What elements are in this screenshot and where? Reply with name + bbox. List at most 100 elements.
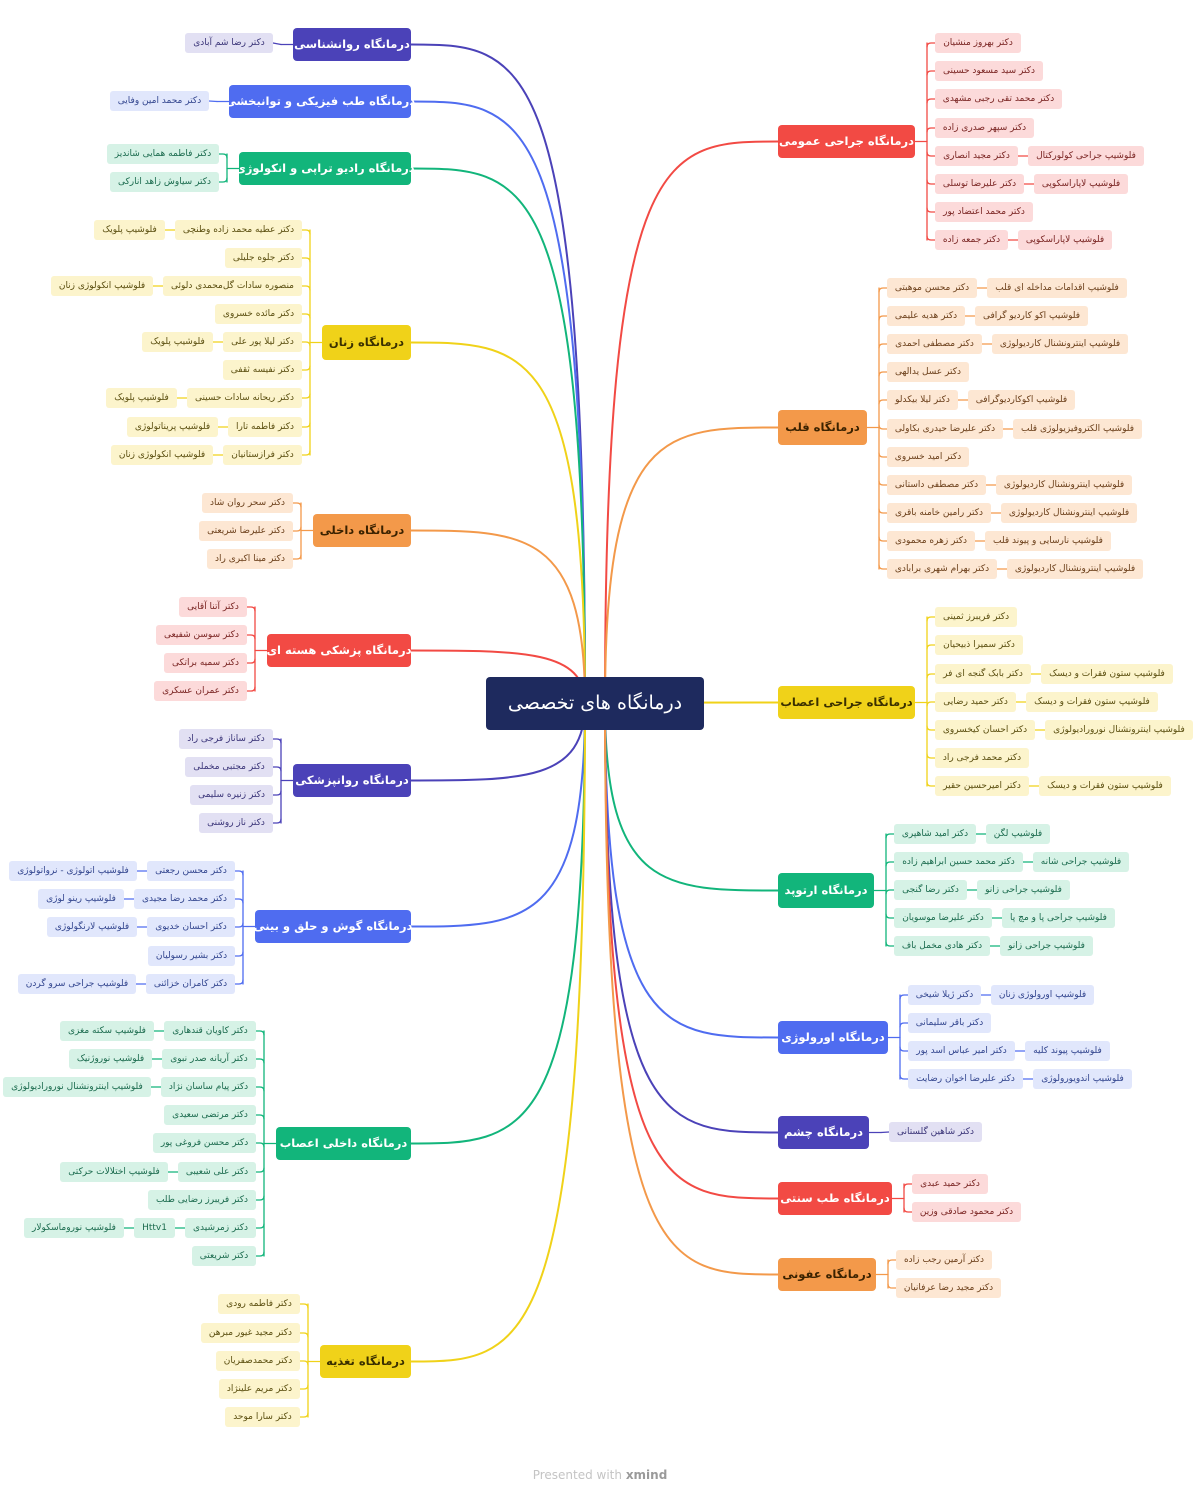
fellowship-node[interactable]: فلوشیپ اقدامات مداخله ای قلب — [987, 278, 1127, 298]
doctor-node[interactable]: دکتر احسان خدیوی — [147, 917, 235, 937]
doctor-node[interactable]: دکتر سمیرا ذبیحیان — [935, 635, 1023, 655]
doctor-node[interactable]: دکتر پیام ساسان نژاد — [161, 1077, 256, 1097]
doctor-node[interactable]: دکتر بهرام شهری برابادی — [887, 559, 997, 579]
doctor-node[interactable]: دکتر مریم علینژاد — [219, 1379, 300, 1399]
doctor-node[interactable]: دکتر محمدصفریان — [216, 1351, 300, 1371]
fellowship-node[interactable]: فلوشیپ اینترونشنال کاردیولوژی — [996, 475, 1132, 495]
doctor-node[interactable]: دکتر جلوه جلیلی — [225, 248, 302, 268]
fellowship-node[interactable]: فلوشیپ نوروژنیک — [69, 1049, 152, 1069]
doctor-node[interactable]: دکتر زنیره سلیمی — [190, 785, 273, 805]
fellowship-node[interactable]: فلوشیپ نارسایی و پیوند قلب — [985, 531, 1111, 551]
doctor-node[interactable]: دکتر علیرضا اخوان رضایت — [908, 1069, 1023, 1089]
branch-topic[interactable]: درمانگاه داخلی اعصاب — [276, 1127, 411, 1160]
fellowship-node[interactable]: فلوشیپ الکتروفیزیولوژی قلب — [1013, 419, 1142, 439]
doctor-node[interactable]: دکتر محسن فروغی پور — [153, 1133, 256, 1153]
doctor-node[interactable]: دکتر فاطمه تارا — [228, 417, 302, 437]
fellowship-node[interactable]: فلوشیپ ستون فقرات و دیسک — [1041, 664, 1173, 684]
doctor-node[interactable]: دکتر سپهر صدری زاده — [935, 118, 1034, 138]
doctor-node[interactable]: دکتر زمرشیدی — [185, 1218, 256, 1238]
doctor-node[interactable]: دکتر نفیسه ثقفی — [223, 360, 302, 380]
doctor-node[interactable]: دکتر ریحانه سادات حسینی — [187, 388, 302, 408]
doctor-node[interactable]: دکتر عسل یدالهی — [887, 362, 969, 382]
doctor-node[interactable]: دکتر آتنا آقایی — [179, 597, 247, 617]
doctor-node[interactable]: دکتر امیر عباس اسد پور — [908, 1041, 1015, 1061]
doctor-node[interactable]: دکتر مجتبی مخملی — [185, 757, 273, 777]
doctor-node[interactable]: دکتر سمیه براتکی — [164, 653, 247, 673]
fellowship-node[interactable]: فلوشیپ اینترونشنال نورورادیولوژی — [1045, 720, 1193, 740]
branch-topic[interactable]: درمانگاه قلب — [778, 410, 867, 445]
fellowship-node[interactable]: فلوشیپ اختلالات حرکتی — [60, 1162, 168, 1182]
doctor-node[interactable]: دکتر محمود صادقی وزین — [912, 1202, 1021, 1222]
doctor-node[interactable]: دکتر سیاوش زاهد انارکی — [110, 172, 219, 192]
doctor-node[interactable]: دکتر بابک گنجه ای فر — [935, 664, 1031, 684]
doctor-node[interactable]: دکتر مجید انصاری — [935, 146, 1018, 166]
fellowship-node[interactable]: فلوشیپ ستون فقرات و دیسک — [1039, 776, 1171, 796]
branch-topic[interactable]: درمانگاه پزشکی هسته ای — [266, 634, 412, 667]
fellowship-node[interactable]: فلوشیپ جراحی سرو گردن — [18, 974, 136, 994]
doctor-node[interactable]: دکتر رضا شم آبادی — [185, 33, 273, 53]
fellowship-node[interactable]: فلوشیپ پلویک — [94, 220, 165, 240]
fellowship-node[interactable]: فلوشیپ پریناتولوژی — [127, 417, 218, 437]
fellowship-node[interactable]: فلوشیپ اینترونشنال کاردیولوژی — [1007, 559, 1143, 579]
doctor-node[interactable]: دکتر هدیه علیمی — [887, 306, 965, 326]
doctor-node[interactable]: دکتر مائده خسروی — [215, 304, 302, 324]
branch-topic[interactable]: درمانگاه روانپزشکی — [293, 764, 411, 797]
doctor-node[interactable]: دکتر محمد رضا مجیدی — [134, 889, 235, 909]
doctor-node[interactable]: دکتر سید مسعود حسینی — [935, 61, 1043, 81]
fellowship-node[interactable]: فلوشیپ جراحی پا و مچ پا — [1002, 908, 1115, 928]
doctor-node[interactable]: دکتر ژیلا شیخی — [908, 985, 981, 1005]
fellowship-node[interactable]: فلوشیپ اکو کاردیو گرافی — [975, 306, 1088, 326]
doctor-node[interactable]: دکتر علی شعیبی — [178, 1162, 256, 1182]
doctor-node[interactable]: دکتر شاهین گلستانی — [889, 1122, 982, 1142]
doctor-node[interactable]: دکتر علیرضا موسویان — [894, 908, 992, 928]
branch-topic[interactable]: درمانگاه عفونی — [778, 1258, 876, 1291]
fellowship-node[interactable]: فلوشیپ ستون فقرات و دیسک — [1026, 692, 1158, 712]
doctor-node[interactable]: دکتر امیرحسین حقیر — [935, 776, 1029, 796]
doctor-node[interactable]: دکتر سحر روان شاد — [202, 493, 293, 513]
fellowship-node[interactable]: فلوشیپ اتولوژی - نرواتولوژی — [9, 861, 137, 881]
doctor-node[interactable]: دکتر امید خسروی — [887, 447, 969, 467]
doctor-node[interactable]: دکتر مجید رضا عرفانیان — [896, 1278, 1001, 1298]
branch-topic[interactable]: درمانگاه جراحی اعصاب — [778, 686, 915, 719]
doctor-node[interactable]: دکتر زهره محمودی — [887, 531, 975, 551]
branch-topic[interactable]: درمانگاه زنان — [322, 325, 411, 360]
fellowship-node[interactable]: فلوشیپ لگن — [986, 824, 1050, 844]
fellowship-node[interactable]: فلوشیپ انکولوژی زنان — [111, 445, 213, 465]
doctor-node[interactable]: دکتر حمید عبدی — [912, 1174, 988, 1194]
branch-topic[interactable]: درمانگاه طب فیزیکی و توانبخشی — [225, 85, 415, 118]
doctor-node[interactable]: دکتر محمد فرجی راد — [935, 748, 1029, 768]
fellowship-node[interactable]: فلوشیپ پلویک — [106, 388, 177, 408]
fellowship-node[interactable]: فلوشیپ اورولوژی زنان — [991, 985, 1094, 1005]
doctor-node[interactable]: دکتر شریعتی — [192, 1246, 256, 1266]
fellowship-node[interactable]: فلوشیپ جراحی زانو — [977, 880, 1070, 900]
branch-topic[interactable]: درمانگاه اورولوژی — [778, 1021, 888, 1054]
fellowship-node[interactable]: فلوشیپ اینترونشنال کاردیولوژی — [992, 334, 1128, 354]
doctor-node[interactable]: دکتر مصطفی احمدی — [887, 334, 982, 354]
doctor-node[interactable]: دکتر مرتضی سعیدی — [164, 1105, 256, 1125]
doctor-node[interactable]: دکتر محمد امین وفایی — [110, 91, 209, 111]
doctor-node[interactable]: دکتر آرمین رجب زاده — [896, 1250, 992, 1270]
doctor-node[interactable]: دکتر کامران خزائنی — [146, 974, 235, 994]
doctor-node[interactable]: دکتر فاطمه همایی شاندیز — [107, 144, 219, 164]
fellowship-node[interactable]: فلوشیپ نوروماسکولار — [24, 1218, 124, 1238]
fellowship-node[interactable]: فلوشیپ لاپاراسکوپی — [1018, 230, 1112, 250]
doctor-node[interactable]: دکتر رضا گنجی — [894, 880, 967, 900]
doctor-node[interactable]: دکتر علیرضا شریعتی — [199, 521, 293, 541]
doctor-node[interactable]: دکتر محمد اعتضاد پور — [935, 202, 1033, 222]
doctor-node[interactable]: دکتر حمید رضایی — [935, 692, 1016, 712]
fellowship-node[interactable]: فلوشیپ اینترونشنال کاردیولوژی — [1001, 503, 1137, 523]
fellowship-node[interactable]: فلوشیپ رینو لوژی — [38, 889, 124, 909]
doctor-node[interactable]: دکتر باقر سلیمانی — [908, 1013, 991, 1033]
doctor-node[interactable]: دکتر امید شاهپری — [894, 824, 976, 844]
doctor-node[interactable]: دکتر لیلا پور علی — [223, 332, 302, 352]
fellowship-node[interactable]: فلوشیپ اندویورولوژی — [1033, 1069, 1132, 1089]
doctor-node[interactable]: دکتر رامین خامنه باقری — [887, 503, 991, 523]
doctor-node[interactable]: دکتر فرازستانیان — [223, 445, 302, 465]
doctor-node[interactable]: دکتر ناز روشنی — [199, 813, 273, 833]
fellowship-node[interactable]: فلوشیپ پلویک — [142, 332, 213, 352]
doctor-node[interactable]: دکتر لیلا بیکدلو — [887, 390, 958, 410]
branch-topic[interactable]: درمانگاه داخلی — [313, 514, 411, 547]
doctor-node[interactable]: دکتر محسن رجعتی — [147, 861, 235, 881]
doctor-node[interactable]: دکتر مصطفی داستانی — [887, 475, 986, 495]
fellowship-node[interactable]: فلوشیپ لاپاراسکوپی — [1034, 174, 1128, 194]
